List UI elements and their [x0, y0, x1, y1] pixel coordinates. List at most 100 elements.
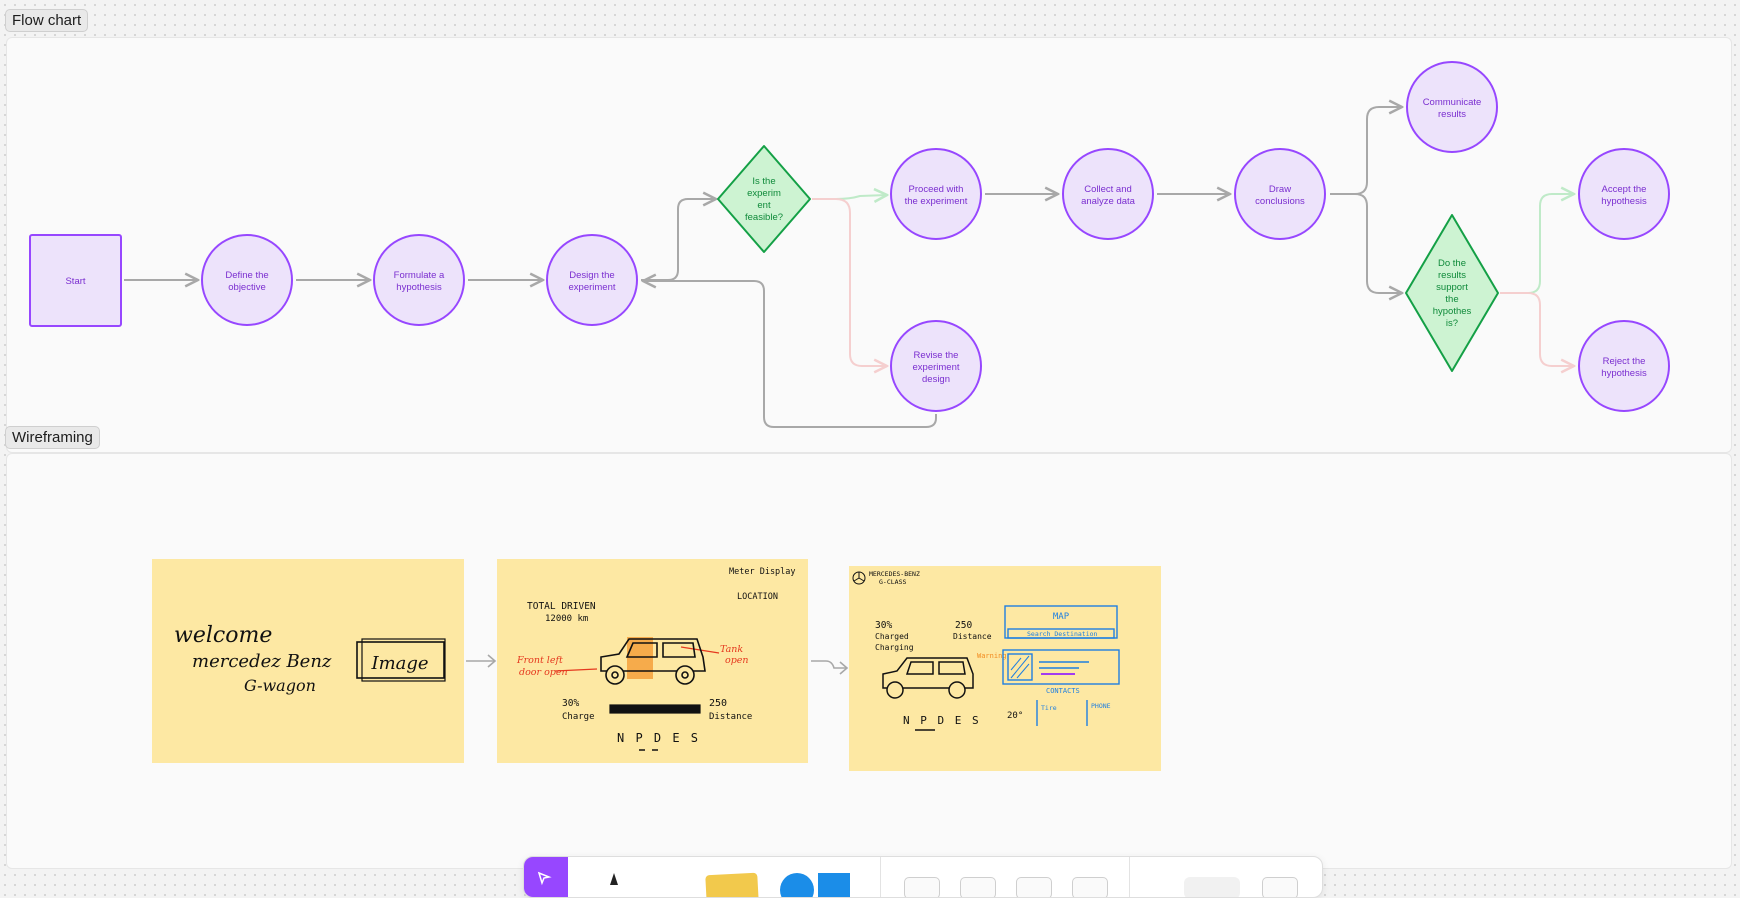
section-label-flowchart[interactable]: Flow chart — [5, 9, 89, 32]
card2-door-label-2: door open — [519, 667, 568, 678]
cursor-icon — [537, 871, 552, 886]
card2-tank-label-2: open — [725, 655, 749, 666]
node-draw-label-1: Draw — [1269, 184, 1291, 195]
wireframe-sketch-infotainment: MERCEDES-BENZ G-CLASS 30% Charged Chargi… — [852, 570, 1120, 731]
welcome-line-3: G-wagon — [244, 676, 316, 695]
node-support-label-6: is? — [1446, 318, 1458, 329]
node-communicate-label-2: results — [1438, 109, 1466, 120]
card2-door-label-1: Front left — [516, 655, 563, 666]
node-reject-label-2: hypothesis — [1601, 368, 1647, 379]
welcome-line-1: welcome — [174, 623, 272, 648]
pen-icon — [610, 873, 618, 885]
wireframe-card-3[interactable]: MERCEDES-BENZ G-CLASS 30% Charged Chargi… — [849, 566, 1161, 771]
node-proceed[interactable] — [890, 148, 982, 240]
card3-charged: Charged — [875, 632, 909, 641]
node-define-label-1: Define the — [225, 270, 268, 281]
arrow-draw-communicate — [1330, 107, 1402, 195]
card2-location: LOCATION — [737, 592, 778, 602]
card3-charge-pct: 30% — [875, 620, 892, 631]
node-accept[interactable] — [1578, 148, 1670, 240]
card3-screen-sketch — [1002, 605, 1120, 726]
node-communicate[interactable] — [1406, 61, 1498, 153]
node-formulate-label-1: Formulate a — [394, 270, 445, 281]
node-design-label-2: experiment — [569, 282, 616, 293]
bottom-toolbar — [523, 856, 1323, 898]
node-start-label: Start — [65, 276, 85, 287]
node-revise-label-2: experiment — [913, 362, 960, 373]
section-label-wireframing[interactable]: Wireframing — [5, 426, 100, 449]
card2-total-driven: TOTAL DRIVEN — [527, 601, 596, 612]
node-communicate-label-1: Communicate — [1423, 97, 1482, 108]
card3-warning: Warning — [977, 652, 1007, 660]
wireframe-sketch-dashboard: Meter Display LOCATION TOTAL DRIVEN 1200… — [516, 567, 796, 751]
node-draw-label-2: conclusions — [1255, 196, 1305, 207]
arrow-draw-support — [1330, 193, 1402, 293]
card2-charge-pct: 30% — [562, 698, 579, 709]
shape-square-tool-button[interactable] — [818, 873, 850, 897]
shape-circle-tool-button[interactable] — [780, 873, 814, 897]
brand-logo-icon — [852, 571, 866, 585]
toolbar-extra-item[interactable] — [1184, 877, 1240, 897]
toolbar-template-button-4[interactable] — [1072, 877, 1108, 897]
node-feasible-label-1: Is the — [752, 176, 775, 187]
node-reject[interactable] — [1578, 320, 1670, 412]
node-feasible-label-4: feasible? — [745, 212, 783, 223]
card2-vehicle-sketch — [600, 637, 706, 685]
image-placeholder-box — [356, 641, 445, 679]
node-draw[interactable] — [1234, 148, 1326, 240]
card3-gear: N P D E S — [903, 714, 981, 727]
node-define-label-2: objective — [228, 282, 266, 293]
card3-brand-1: MERCEDES-BENZ — [869, 570, 920, 578]
toolbar-template-button-3[interactable] — [1016, 877, 1052, 897]
node-start[interactable]: Start — [29, 234, 122, 327]
node-support[interactable] — [1405, 214, 1499, 372]
card3-contacts-label: CONTACTS — [1046, 687, 1080, 695]
node-formulate[interactable] — [373, 234, 465, 326]
node-feasible-label-2: experim — [747, 188, 781, 199]
card3-temp: 20° — [1007, 711, 1023, 721]
toolbar-template-button-2[interactable] — [960, 877, 996, 897]
node-accept-label-1: Accept the — [1602, 184, 1647, 195]
welcome-line-2: mercedez Benz — [192, 651, 332, 672]
card2-charge-label: Charge — [562, 712, 595, 722]
node-design[interactable] — [546, 234, 638, 326]
node-revise[interactable] — [890, 320, 982, 412]
wireframe-card-1[interactable]: welcome mercedez Benz G-wagon Image — [152, 559, 464, 763]
wireframe-card-2[interactable]: Meter Display LOCATION TOTAL DRIVEN 1200… — [497, 559, 808, 763]
card3-vehicle-sketch — [882, 657, 974, 699]
node-proceed-label-2: the experiment — [905, 196, 968, 207]
wireframe-sketch-welcome: welcome mercedez Benz G-wagon Image — [174, 623, 446, 695]
card3-distance-value: 250 — [955, 620, 972, 631]
card2-total-km: 12000 km — [545, 614, 588, 624]
card2-distance-value: 250 — [709, 698, 727, 709]
node-support-label-4: the — [1445, 294, 1458, 305]
image-placeholder-label: Image — [370, 653, 428, 674]
card2-distance-label: Distance — [709, 712, 752, 722]
card3-map-label: MAP — [1053, 612, 1070, 622]
toolbar-template-button-1[interactable] — [904, 877, 940, 897]
node-feasible-label-3: ent — [757, 200, 771, 211]
node-revise-label-1: Revise the — [914, 350, 959, 361]
node-define[interactable] — [201, 234, 293, 326]
node-collect-label-2: analyze data — [1081, 196, 1136, 207]
card3-brand-2: G-CLASS — [879, 578, 906, 586]
sticky-note-tool-button[interactable] — [705, 872, 759, 897]
card3-phone-label: PHONE — [1091, 702, 1111, 710]
node-support-label-2: results — [1438, 270, 1466, 281]
card2-meter-display: Meter Display — [729, 567, 796, 577]
select-tool-button[interactable] — [524, 857, 568, 897]
card2-gear: N P D E S — [617, 731, 700, 745]
toolbar-more-button[interactable] — [1262, 877, 1298, 897]
card2-charge-bar — [609, 704, 701, 714]
flowchart-canvas: Start Define the objective Formulate a h… — [29, 61, 1670, 428]
node-formulate-label-2: hypothesis — [396, 282, 442, 293]
node-support-label-3: support — [1436, 282, 1468, 293]
node-design-label-1: Design the — [569, 270, 614, 281]
card3-tire-label: Tire — [1041, 704, 1057, 712]
node-collect[interactable] — [1062, 148, 1154, 240]
arrow-support-accept — [1500, 194, 1574, 294]
pen-tool-button[interactable] — [604, 867, 624, 897]
node-reject-label-1: Reject the — [1603, 356, 1646, 367]
node-accept-label-2: hypothesis — [1601, 196, 1647, 207]
node-feasible[interactable] — [717, 145, 811, 253]
